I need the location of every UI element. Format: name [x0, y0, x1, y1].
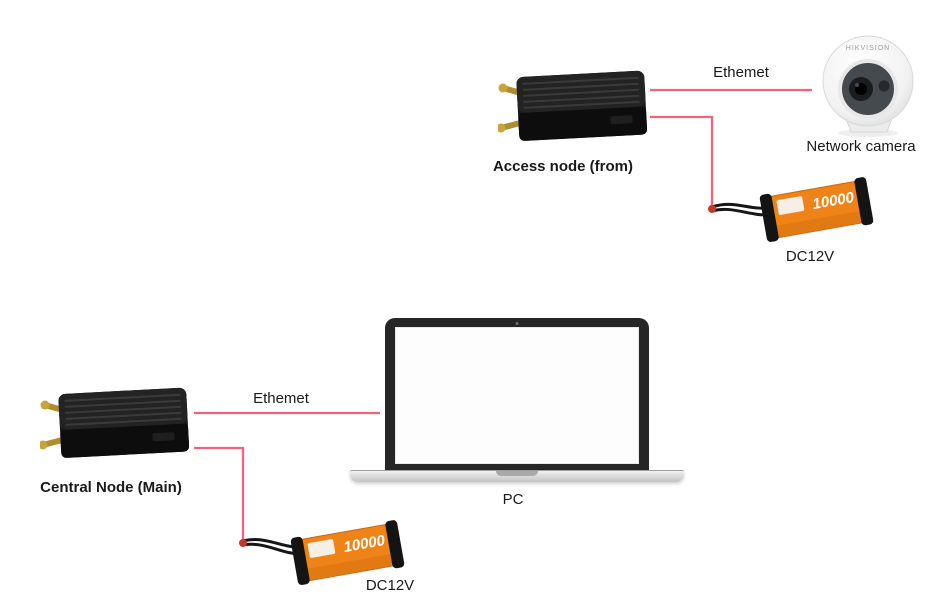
battery-plug-icon: [239, 539, 247, 547]
access-node-device: [498, 66, 650, 154]
access-node-label: Access node (from): [492, 158, 634, 175]
pc-laptop-illustration: [350, 318, 684, 482]
camera-lens-highlight: [855, 83, 859, 87]
battery-body: 10000: [759, 177, 874, 242]
camera-brand-text: HIKVISION: [846, 45, 890, 52]
ethernet-label-top: Ethemet: [713, 64, 769, 81]
laptop-hinge-notch: [496, 471, 538, 476]
battery-top-label: DC12V: [785, 248, 835, 265]
battery-bottom-icon: 10000: [239, 520, 405, 585]
laptop-base: [350, 470, 684, 482]
laptop-display: [395, 327, 639, 464]
battery-body: 10000: [290, 520, 405, 585]
pc-label: PC: [502, 491, 524, 508]
battery-top-icon: 10000: [708, 177, 874, 242]
ethernet-label-bottom: Ethemet: [253, 390, 309, 407]
central-node-device: [40, 383, 192, 471]
battery-bottom-label: DC12V: [365, 577, 415, 594]
webcam-dot-icon: [515, 322, 519, 325]
camera-ir-sensor: [878, 80, 890, 92]
network-camera-label: Network camera: [806, 138, 916, 155]
central-node-label: Central Node (Main): [40, 479, 182, 496]
network-camera-icon: HIKVISION: [822, 35, 914, 137]
battery-plug-icon: [708, 205, 716, 213]
laptop-screen-bezel: [385, 318, 649, 470]
power-line-access-node: [650, 115, 714, 207]
